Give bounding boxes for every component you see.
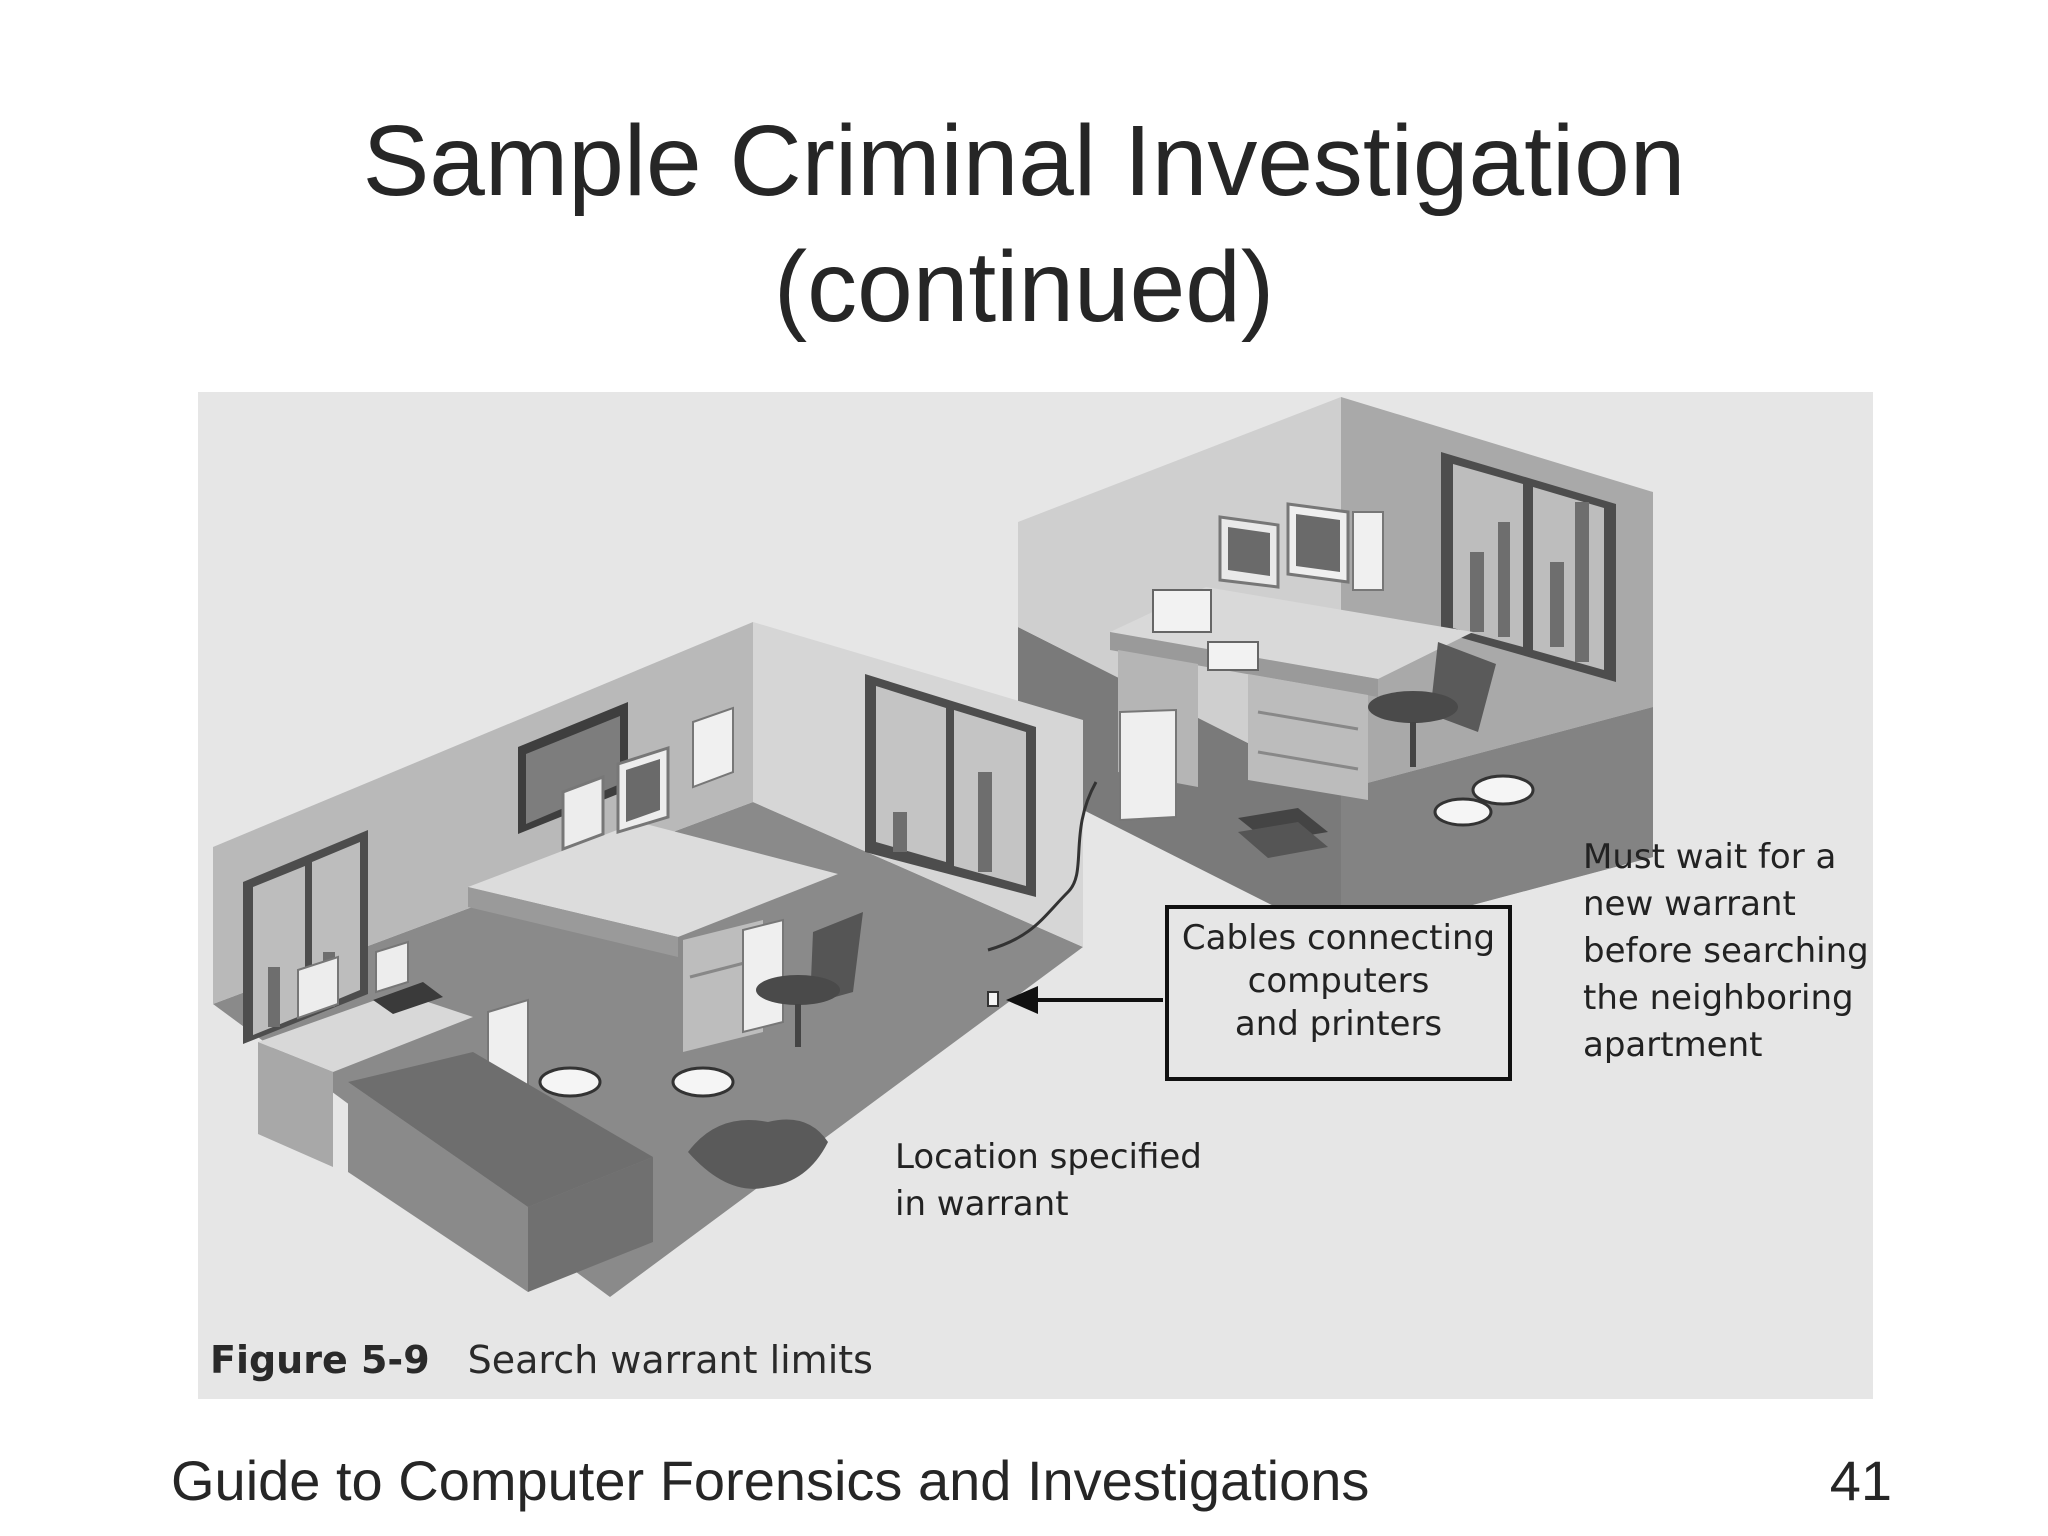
slide-title-line-1: Sample Criminal Investigation: [362, 105, 1686, 217]
connecting-cable: [987, 781, 1098, 952]
footer-title: Guide to Computer Forensics and Investig…: [171, 1449, 1370, 1512]
callout-arrow: [1006, 986, 1163, 1014]
figure-caption-text: Search warrant limits: [467, 1338, 873, 1382]
page-number: 41: [1829, 1449, 1892, 1512]
slide-title-line-2: (continued): [773, 231, 1275, 343]
warrant-room: [213, 622, 1083, 1297]
figure-caption: Figure 5-9 Search warrant limits: [210, 1338, 873, 1382]
figure-number: Figure 5-9: [210, 1338, 430, 1382]
slide-title: Sample Criminal Investigation (continued…: [0, 98, 2048, 350]
figure-panel: Must wait for a new warrant before searc…: [198, 392, 1873, 1399]
neighbor-apartment-callout: Must wait for a new warrant before searc…: [1583, 837, 1869, 1065]
cables-callout-box: Cables connecting computers and printers: [1165, 905, 1512, 1081]
neighbor-room: [1018, 397, 1653, 940]
apartments-illustration: [213, 397, 1653, 1297]
warrant-location-callout: Location specified in warrant: [895, 1137, 1202, 1224]
